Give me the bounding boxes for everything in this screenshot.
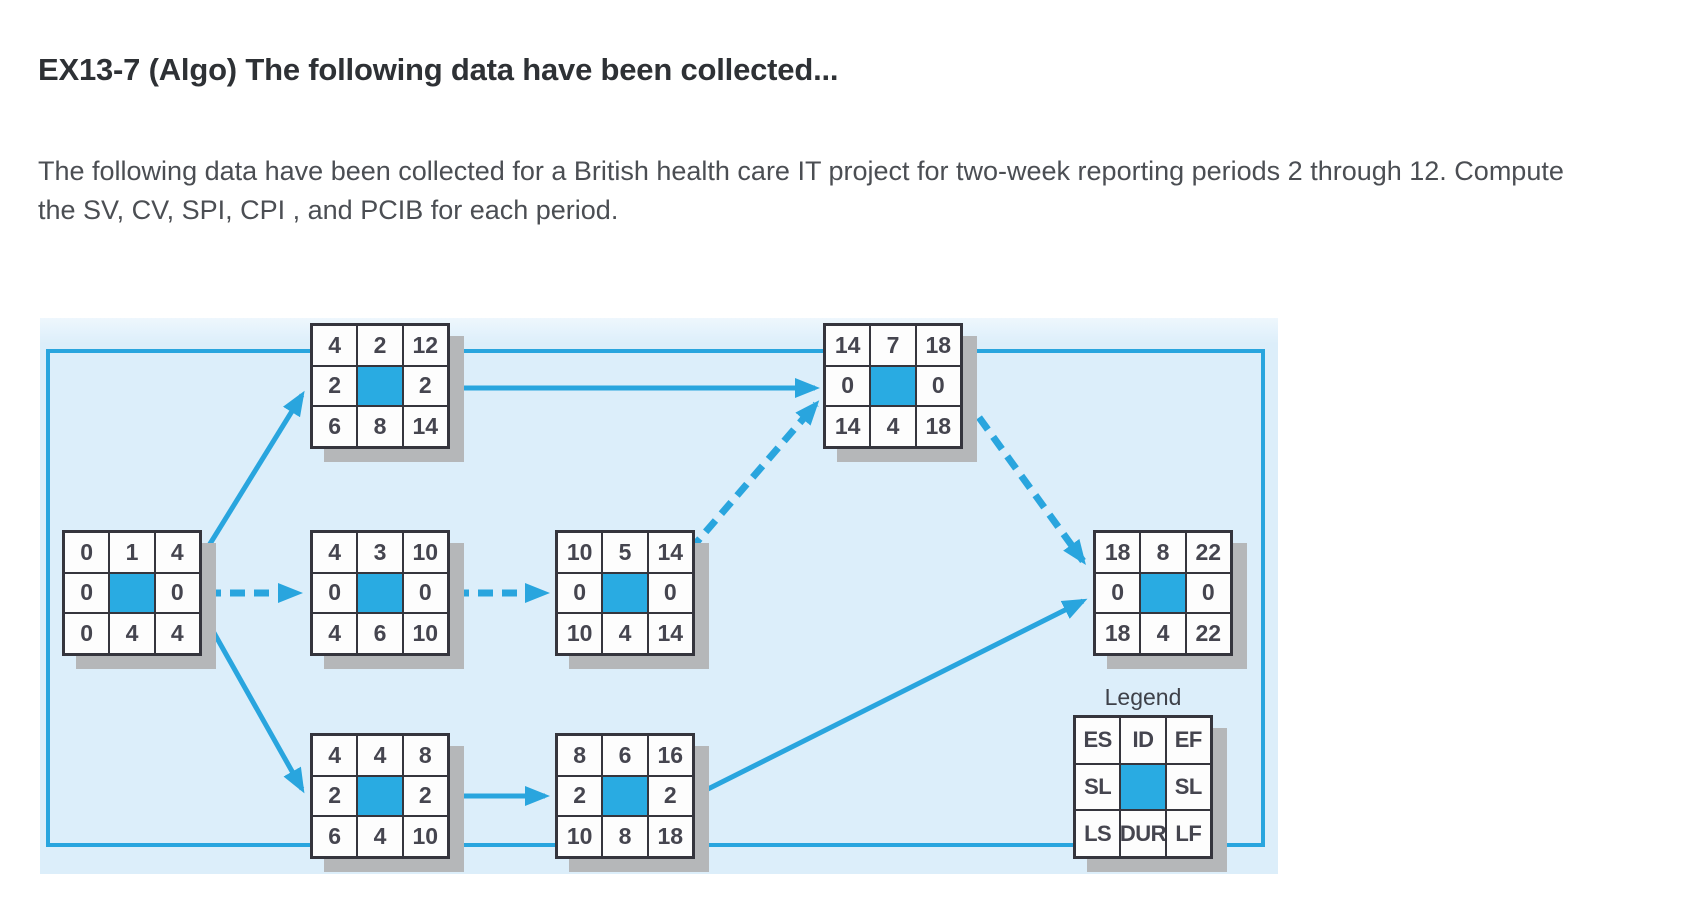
node-cell-ls: 6	[312, 406, 358, 447]
arrow-start-to-bottom-1	[197, 606, 305, 794]
legend-title: Legend	[1104, 684, 1182, 710]
node-cell-lf: 14	[402, 406, 448, 447]
node-cell-ef: 16	[647, 735, 693, 776]
network-diagram: 0 1 4 0 0 0 4 4 4 2 12 2 2 6 8 14 4 3 10…	[40, 318, 1278, 874]
node-cell-es: 4	[312, 325, 358, 366]
node-cell-lf: 10	[402, 816, 448, 857]
node-fill-square	[602, 572, 648, 614]
activity-node-start: 0 1 4 0 0 0 4 4	[62, 530, 202, 656]
node-cell-ef: 4	[154, 532, 200, 573]
node-cell-es: 4	[312, 532, 358, 573]
node-cell-id: 8	[1140, 532, 1186, 573]
node-cell-sl: 0	[825, 365, 871, 407]
legend-fill-square	[1120, 763, 1166, 811]
node-cell-ls: 6	[312, 816, 358, 857]
node-cell-dur: 6	[357, 613, 403, 654]
node-cell-sl: 2	[557, 775, 603, 817]
node-cell-es: 4	[312, 735, 358, 776]
legend-cell-dur: DUR	[1120, 810, 1166, 857]
node-cell-sl: 0	[915, 365, 961, 407]
node-cell-sl: 2	[402, 365, 448, 407]
node-cell-sl: 2	[312, 365, 358, 407]
node-cell-dur: 8	[602, 816, 648, 857]
legend-cell-lf: LF	[1165, 810, 1211, 857]
problem-statement: The following data have been collected f…	[38, 156, 1564, 225]
node-cell-ls: 18	[1095, 613, 1141, 654]
node-cell-lf: 14	[647, 613, 693, 654]
node-cell-sl: 0	[402, 572, 448, 614]
node-cell-lf: 10	[402, 613, 448, 654]
node-cell-lf: 4	[154, 613, 200, 654]
node-cell-dur: 4	[870, 406, 916, 447]
node-cell-ef: 8	[402, 735, 448, 776]
legend-cell-ef: EF	[1165, 717, 1211, 764]
arrow-bottom-2-to-end	[694, 598, 1088, 798]
node-cell-sl: 2	[402, 775, 448, 817]
node-cell-sl: 0	[1095, 572, 1141, 614]
node-cell-ls: 4	[312, 613, 358, 654]
node-fill-square	[357, 572, 403, 614]
page-title: EX13-7 (Algo) The following data have be…	[38, 52, 839, 87]
node-cell-lf: 22	[1185, 613, 1231, 654]
arrow-start-to-top	[197, 390, 305, 562]
node-cell-dur: 8	[357, 406, 403, 447]
node-cell-sl: 0	[312, 572, 358, 614]
node-cell-ls: 0	[64, 613, 110, 654]
legend-cell-sl: SL	[1075, 763, 1121, 811]
node-fill-square	[109, 572, 155, 614]
node-cell-ls: 10	[557, 613, 603, 654]
node-cell-id: 2	[357, 325, 403, 366]
node-cell-ls: 14	[825, 406, 871, 447]
node-cell-dur: 4	[602, 613, 648, 654]
activity-node-top: 4 2 12 2 2 6 8 14	[310, 323, 450, 449]
legend-cell-ls: LS	[1075, 810, 1121, 857]
arrow-top-right-to-end-dashed	[962, 395, 1086, 566]
activity-node-bottom-1: 4 4 8 2 2 6 4 10	[310, 733, 450, 859]
node-cell-sl: 0	[64, 572, 110, 614]
node-cell-ef: 18	[915, 325, 961, 366]
node-cell-ef: 14	[647, 532, 693, 573]
node-cell-sl: 0	[647, 572, 693, 614]
node-fill-square	[870, 365, 916, 407]
activity-node-bottom-2: 8 6 16 2 2 10 8 18	[555, 733, 695, 859]
node-cell-id: 1	[109, 532, 155, 573]
node-cell-sl: 2	[647, 775, 693, 817]
activity-node-mid-2: 10 5 14 0 0 10 4 14	[555, 530, 695, 656]
node-cell-ef: 10	[402, 532, 448, 573]
node-cell-lf: 18	[647, 816, 693, 857]
node-cell-id: 5	[602, 532, 648, 573]
legend-cell-id: ID	[1120, 717, 1166, 764]
node-cell-id: 6	[602, 735, 648, 776]
node-cell-es: 8	[557, 735, 603, 776]
node-fill-square	[602, 775, 648, 817]
node-cell-lf: 18	[915, 406, 961, 447]
arrow-mid-2-to-top-right-dashed	[687, 400, 820, 553]
node-cell-sl: 0	[557, 572, 603, 614]
activity-node-end: 18 8 22 0 0 18 4 22	[1093, 530, 1233, 656]
node-cell-es: 0	[64, 532, 110, 573]
node-cell-dur: 4	[1140, 613, 1186, 654]
activity-node-mid-1: 4 3 10 0 0 4 6 10	[310, 530, 450, 656]
node-cell-ef: 12	[402, 325, 448, 366]
node-cell-es: 10	[557, 532, 603, 573]
node-cell-dur: 4	[357, 816, 403, 857]
node-fill-square	[1140, 572, 1186, 614]
node-cell-sl: 2	[312, 775, 358, 817]
legend-cell-sl: SL	[1165, 763, 1211, 811]
node-cell-id: 7	[870, 325, 916, 366]
node-fill-square	[357, 365, 403, 407]
node-cell-ls: 10	[557, 816, 603, 857]
node-cell-ef: 22	[1185, 532, 1231, 573]
node-fill-square	[357, 775, 403, 817]
legend-node: ES ID EF SL SL LS DUR LF	[1073, 715, 1213, 859]
node-cell-sl: 0	[1185, 572, 1231, 614]
node-cell-id: 3	[357, 532, 403, 573]
legend-cell-es: ES	[1075, 717, 1121, 764]
node-cell-es: 14	[825, 325, 871, 366]
node-cell-id: 4	[357, 735, 403, 776]
activity-node-top-right: 14 7 18 0 0 14 4 18	[823, 323, 963, 449]
node-cell-sl: 0	[154, 572, 200, 614]
node-cell-dur: 4	[109, 613, 155, 654]
node-cell-es: 18	[1095, 532, 1141, 573]
